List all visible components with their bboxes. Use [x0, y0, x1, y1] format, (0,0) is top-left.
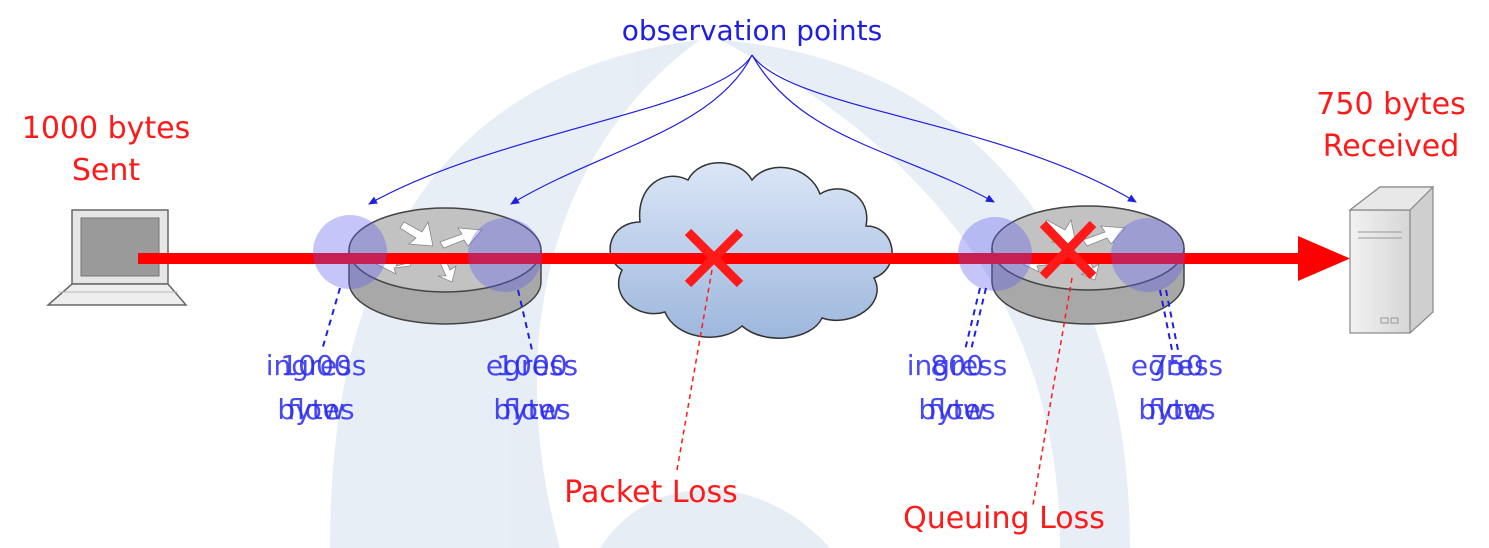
obs-label-2-bytes1: 1000 [496, 349, 567, 382]
obs-label-3-word1: ingress [907, 349, 1008, 382]
obs-point-egress-1 [468, 218, 542, 292]
cloud-icon [609, 162, 893, 339]
packet-loss-label: Packet Loss [564, 475, 737, 510]
receiver-bytes-label: 750 bytes [1316, 87, 1465, 122]
obs-label-4-word1: egress [1131, 349, 1223, 382]
obs-label-3-bytes1: 800 [930, 349, 983, 382]
loss-x-icon [684, 228, 744, 288]
sender-bytes-label: 1000 bytes [22, 111, 191, 146]
obs-label-1-bytes1: 1000 [280, 349, 351, 382]
obs-arrow-4 [751, 54, 1137, 203]
obs-label-1-word1: ingress [266, 349, 367, 382]
observation-arrows [368, 54, 1137, 205]
obs-label-1-bytes2: bytes [277, 393, 354, 426]
queuing-loss-label: Queuing Loss [903, 501, 1105, 536]
flow-arrow [138, 236, 1350, 281]
loss-leaders [676, 269, 1073, 506]
obs-label-2: egress flow 1000 bytes [486, 349, 578, 426]
obs-arrow-2 [510, 54, 753, 205]
observation-points [313, 215, 1185, 292]
obs-label-2-bytes2: bytes [493, 393, 570, 426]
obs-label-2-word2: flow [503, 393, 561, 426]
obs-point-egress-2 [1111, 218, 1185, 292]
sender-sent-label: Sent [72, 153, 141, 188]
server-icon [1348, 186, 1435, 334]
receiver-received-label: Received [1323, 129, 1460, 164]
laptop-icon [46, 209, 188, 306]
header-observation-points: observation points [622, 14, 883, 47]
router-icon [348, 207, 542, 325]
obs-arrow-1 [368, 54, 753, 205]
obs-label-4-bytes1: 750 [1150, 349, 1203, 382]
obs-label-4-word2: flow [1148, 393, 1206, 426]
obs-point-ingress-1 [313, 215, 387, 289]
obs-label-3-word2: flow [928, 393, 986, 426]
obs-label-1-word2: flow [287, 393, 345, 426]
loss-x-icon [1039, 220, 1097, 280]
obs-label-4-bytes2: bytes [1138, 393, 1215, 426]
obs-label-3: ingress flow 800 bytes [907, 349, 1008, 426]
obs-label-1: ingress flow 1000 bytes [266, 349, 367, 426]
obs-label-4: egress flow 750 bytes [1131, 349, 1223, 426]
obs-label-3-bytes2: bytes [918, 393, 995, 426]
obs-label-2-word1: egress [486, 349, 578, 382]
obs-point-ingress-2 [958, 217, 1032, 291]
obs-arrow-3 [751, 54, 995, 203]
